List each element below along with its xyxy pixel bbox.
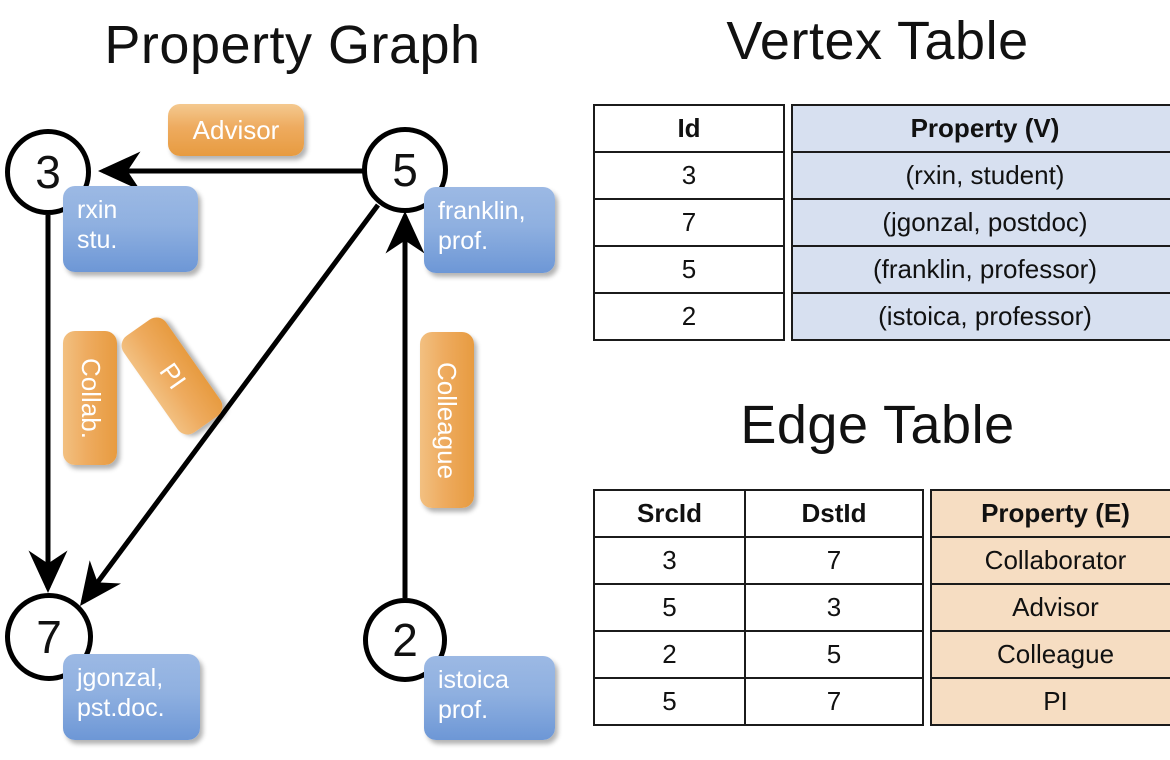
- table-header-row: SrcId DstId Property (E): [593, 489, 1170, 538]
- cell-property: (rxin, student): [791, 151, 1170, 200]
- table-header-row: Id Property (V): [593, 104, 1170, 153]
- cell-dstid: 7: [744, 536, 924, 585]
- table-row[interactable]: 3 (rxin, student): [593, 151, 1170, 200]
- column-header-dstid: DstId: [744, 489, 924, 538]
- cell-id: 5: [593, 245, 785, 294]
- cell-dstid: 3: [744, 583, 924, 632]
- edge-label-collab-text: Collab.: [75, 357, 106, 439]
- cell-srcid: 5: [593, 677, 746, 726]
- page-title-property-graph: Property Graph: [104, 15, 481, 75]
- graph-edges-svg: [28, 151, 425, 607]
- graph-node-2[interactable]: 2: [363, 598, 447, 682]
- column-separator: [784, 105, 792, 152]
- cell-srcid: 5: [593, 583, 746, 632]
- graph-node-2-label: 2: [392, 614, 418, 666]
- node-property-line-1: franklin,: [438, 197, 526, 225]
- cell-dstid: 7: [744, 677, 924, 726]
- cell-property: PI: [930, 677, 1170, 726]
- node-property-line-2: stu.: [77, 225, 118, 254]
- node-property-line-2: prof.: [438, 695, 489, 724]
- column-separator: [784, 293, 792, 340]
- node-property-box-7[interactable]: jgonzal, pst.doc.: [63, 654, 200, 740]
- table-row[interactable]: 3 7 Collaborator: [593, 536, 1170, 585]
- edge-label-colleague-text: Colleague: [432, 361, 463, 479]
- cell-id: 3: [593, 151, 785, 200]
- cell-srcid: 3: [593, 536, 746, 585]
- table-row[interactable]: 5 3 Advisor: [593, 583, 1170, 632]
- edge-table: SrcId DstId Property (E) 3 7 Collaborato…: [593, 489, 1170, 726]
- table-row[interactable]: 5 (franklin, professor): [593, 245, 1170, 294]
- column-separator: [784, 152, 792, 199]
- column-separator: [923, 584, 931, 631]
- graph-node-7-label: 7: [36, 611, 62, 663]
- cell-property: (franklin, professor): [791, 245, 1170, 294]
- table-row[interactable]: 7 (jgonzal, postdoc): [593, 198, 1170, 247]
- page-title-edge-table: Edge Table: [740, 395, 1015, 455]
- node-property-line-1: jgonzal,: [77, 664, 164, 692]
- cell-property: Collaborator: [930, 536, 1170, 585]
- vertex-table: Id Property (V) 3 (rxin, student) 7 (jgo…: [593, 104, 1170, 341]
- table-row[interactable]: 5 7 PI: [593, 677, 1170, 726]
- node-property-box-2[interactable]: istoica prof.: [424, 656, 555, 740]
- graph-node-5[interactable]: 5: [362, 127, 448, 213]
- node-property-box-3[interactable]: rxin stu.: [63, 186, 198, 272]
- node-property-line-1: istoica: [438, 666, 509, 694]
- table-row[interactable]: 2 5 Colleague: [593, 630, 1170, 679]
- node-property-line-2: prof.: [438, 226, 489, 255]
- property-graph-panel: Property Graph 3 5 7 2 rxin stu. frankli…: [5, 15, 555, 740]
- column-separator: [923, 490, 931, 537]
- cell-srcid: 2: [593, 630, 746, 679]
- node-property-line-1: rxin: [77, 196, 118, 224]
- column-separator: [923, 678, 931, 725]
- edge-label-collab[interactable]: Collab.: [63, 331, 117, 465]
- table-row[interactable]: 2 (istoica, professor): [593, 292, 1170, 341]
- page-title-vertex-table: Vertex Table: [726, 11, 1029, 71]
- edge-label-advisor-text: Advisor: [192, 114, 280, 145]
- graph-node-5-label: 5: [392, 144, 418, 196]
- column-separator: [784, 199, 792, 246]
- cell-id: 7: [593, 198, 785, 247]
- node-property-box-5[interactable]: franklin, prof.: [424, 187, 555, 273]
- column-header-id: Id: [593, 104, 785, 153]
- cell-property: Colleague: [930, 630, 1170, 679]
- cell-property: (jgonzal, postdoc): [791, 198, 1170, 247]
- edge-line-5-to-7: [80, 203, 381, 607]
- edge-label-colleague[interactable]: Colleague: [420, 332, 474, 508]
- edge-label-pi-text: PI: [153, 357, 192, 395]
- cell-property: (istoica, professor): [791, 292, 1170, 341]
- cell-id: 2: [593, 292, 785, 341]
- column-separator: [923, 537, 931, 584]
- column-separator: [784, 246, 792, 293]
- cell-dstid: 5: [744, 630, 924, 679]
- column-header-property-e: Property (E): [930, 489, 1170, 538]
- cell-property: Advisor: [930, 583, 1170, 632]
- node-property-line-2: pst.doc.: [77, 693, 165, 722]
- graph-node-3-label: 3: [35, 146, 61, 198]
- column-header-property-v: Property (V): [791, 104, 1170, 153]
- edge-label-advisor[interactable]: Advisor: [168, 104, 304, 156]
- column-header-srcid: SrcId: [593, 489, 746, 538]
- column-separator: [923, 631, 931, 678]
